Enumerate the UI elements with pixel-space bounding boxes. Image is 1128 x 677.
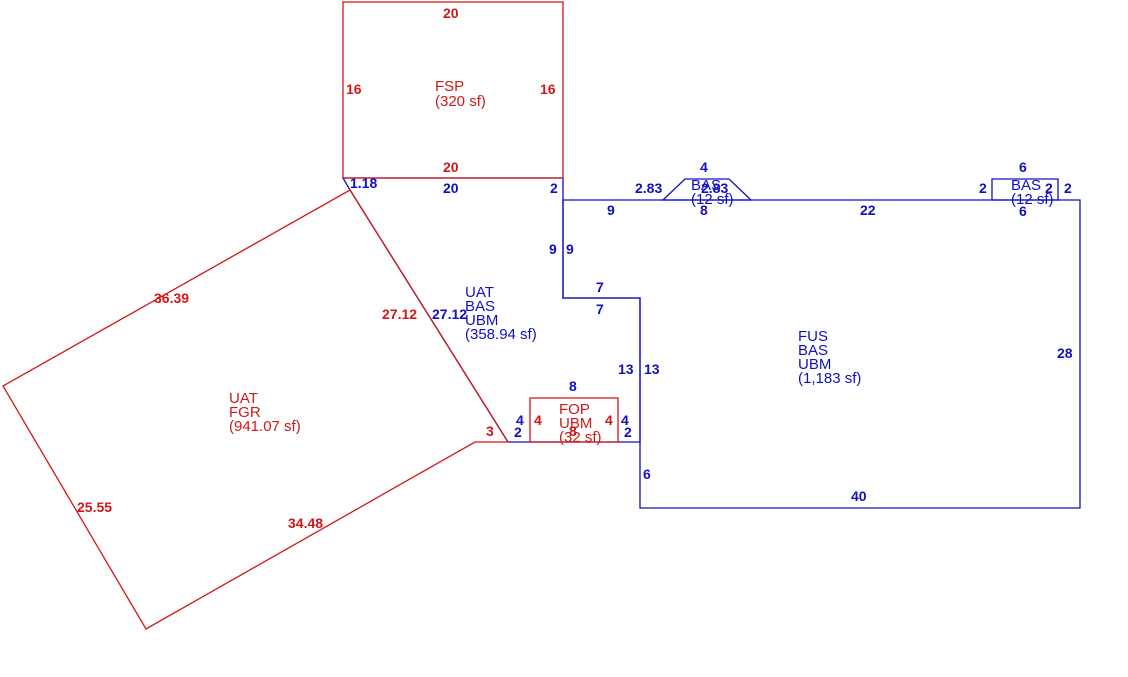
dim-fop-left-blue4: 4: [516, 412, 524, 428]
dim-bay1-top: 4: [700, 159, 708, 175]
dim-fop-right-blue2: 2: [624, 424, 632, 440]
dim-bay1-bottom: 8: [700, 202, 708, 218]
dim-step-right: 9: [566, 241, 574, 257]
bay1-area: (12 sf): [691, 191, 734, 208]
fop-code2: UBM: [559, 415, 592, 432]
dim-mid-right-top: 2: [550, 180, 558, 196]
bas-bay2-outline: [991, 178, 1059, 201]
dim-fsp-top: 20: [443, 5, 459, 21]
fop-code1: FOP: [559, 401, 590, 418]
dim-fsp-bottom: 20: [443, 159, 459, 175]
dim-fop-bottom: 8: [569, 423, 577, 439]
fgr-code2: FGR: [229, 404, 261, 421]
dim-corner-118: 1.18: [350, 175, 377, 191]
dim-mid-left-13: 13: [618, 361, 634, 377]
fsp-area: (320 sf): [435, 93, 486, 110]
dim-mid-right-13: 13: [644, 361, 660, 377]
dim-fop-right-blue4: 4: [621, 412, 629, 428]
uat-mid-area: (358.94 sf): [465, 326, 537, 343]
dim-fus-right: 28: [1057, 345, 1073, 361]
bas-bay1-outline: [661, 178, 753, 201]
bay2-code: BAS: [1011, 177, 1041, 194]
dim-bay2-right: 2: [1064, 180, 1072, 196]
dim-diag-blue: 27.12: [432, 306, 467, 322]
fgr-outline: [2, 189, 510, 630]
fop-area: (32 sf): [559, 429, 602, 446]
dim-fus-top-left: 9: [607, 202, 615, 218]
dim-fsp-left: 16: [346, 81, 362, 97]
dim-bay2-top: 6: [1019, 159, 1027, 175]
dim-step-bottom: 7: [596, 301, 604, 317]
fsp-code: FSP: [435, 78, 464, 95]
dim-fsp-right: 16: [540, 81, 556, 97]
dim-fgr-left: 25.55: [77, 499, 112, 515]
uat-mid-code3: UBM: [465, 312, 498, 329]
bay1-code: BAS: [691, 177, 721, 194]
dim-bay2-bottom: 6: [1019, 203, 1027, 219]
dim-fus-top-right: 22: [860, 202, 876, 218]
fgr-area: (941.07 sf): [229, 418, 301, 435]
dim-bay2-left: 2: [979, 180, 987, 196]
dim-mid-top: 20: [443, 180, 459, 196]
fus-code2: BAS: [798, 342, 828, 359]
fus-outline: [562, 199, 1081, 509]
dim-step-top: 7: [596, 279, 604, 295]
dim-fop-top: 8: [569, 378, 577, 394]
fop-outline: [529, 397, 619, 443]
fgr-code1: UAT: [229, 390, 258, 407]
dim-diag-red: 27.12: [382, 306, 417, 322]
uat-mid-code1: UAT: [465, 284, 494, 301]
dim-fus-left-lower: 6: [643, 466, 651, 482]
dim-fgr-bottom: 34.48: [288, 515, 323, 531]
dim-bay1-right: 2.83: [701, 180, 728, 196]
dim-fop-left-red: 4: [534, 412, 542, 428]
bay2-area: (12 sf): [1011, 191, 1054, 208]
fus-area: (1,183 sf): [798, 370, 861, 387]
uat-mid-code2: BAS: [465, 298, 495, 315]
dim-fgr-top: 36.39: [154, 290, 189, 306]
fsp-outline: [342, 1, 564, 179]
fus-code1: FUS: [798, 328, 828, 345]
dim-bay1-left: 2.83: [635, 180, 662, 196]
dim-fop-left-blue2: 2: [514, 424, 522, 440]
dim-fgr-three: 3: [486, 423, 494, 439]
dim-fus-bottom: 40: [851, 488, 867, 504]
fus-code3: UBM: [798, 356, 831, 373]
dim-bay2-inner: 2: [1045, 180, 1053, 196]
dim-fop-right-red: 4: [605, 412, 613, 428]
dim-step-left: 9: [549, 241, 557, 257]
